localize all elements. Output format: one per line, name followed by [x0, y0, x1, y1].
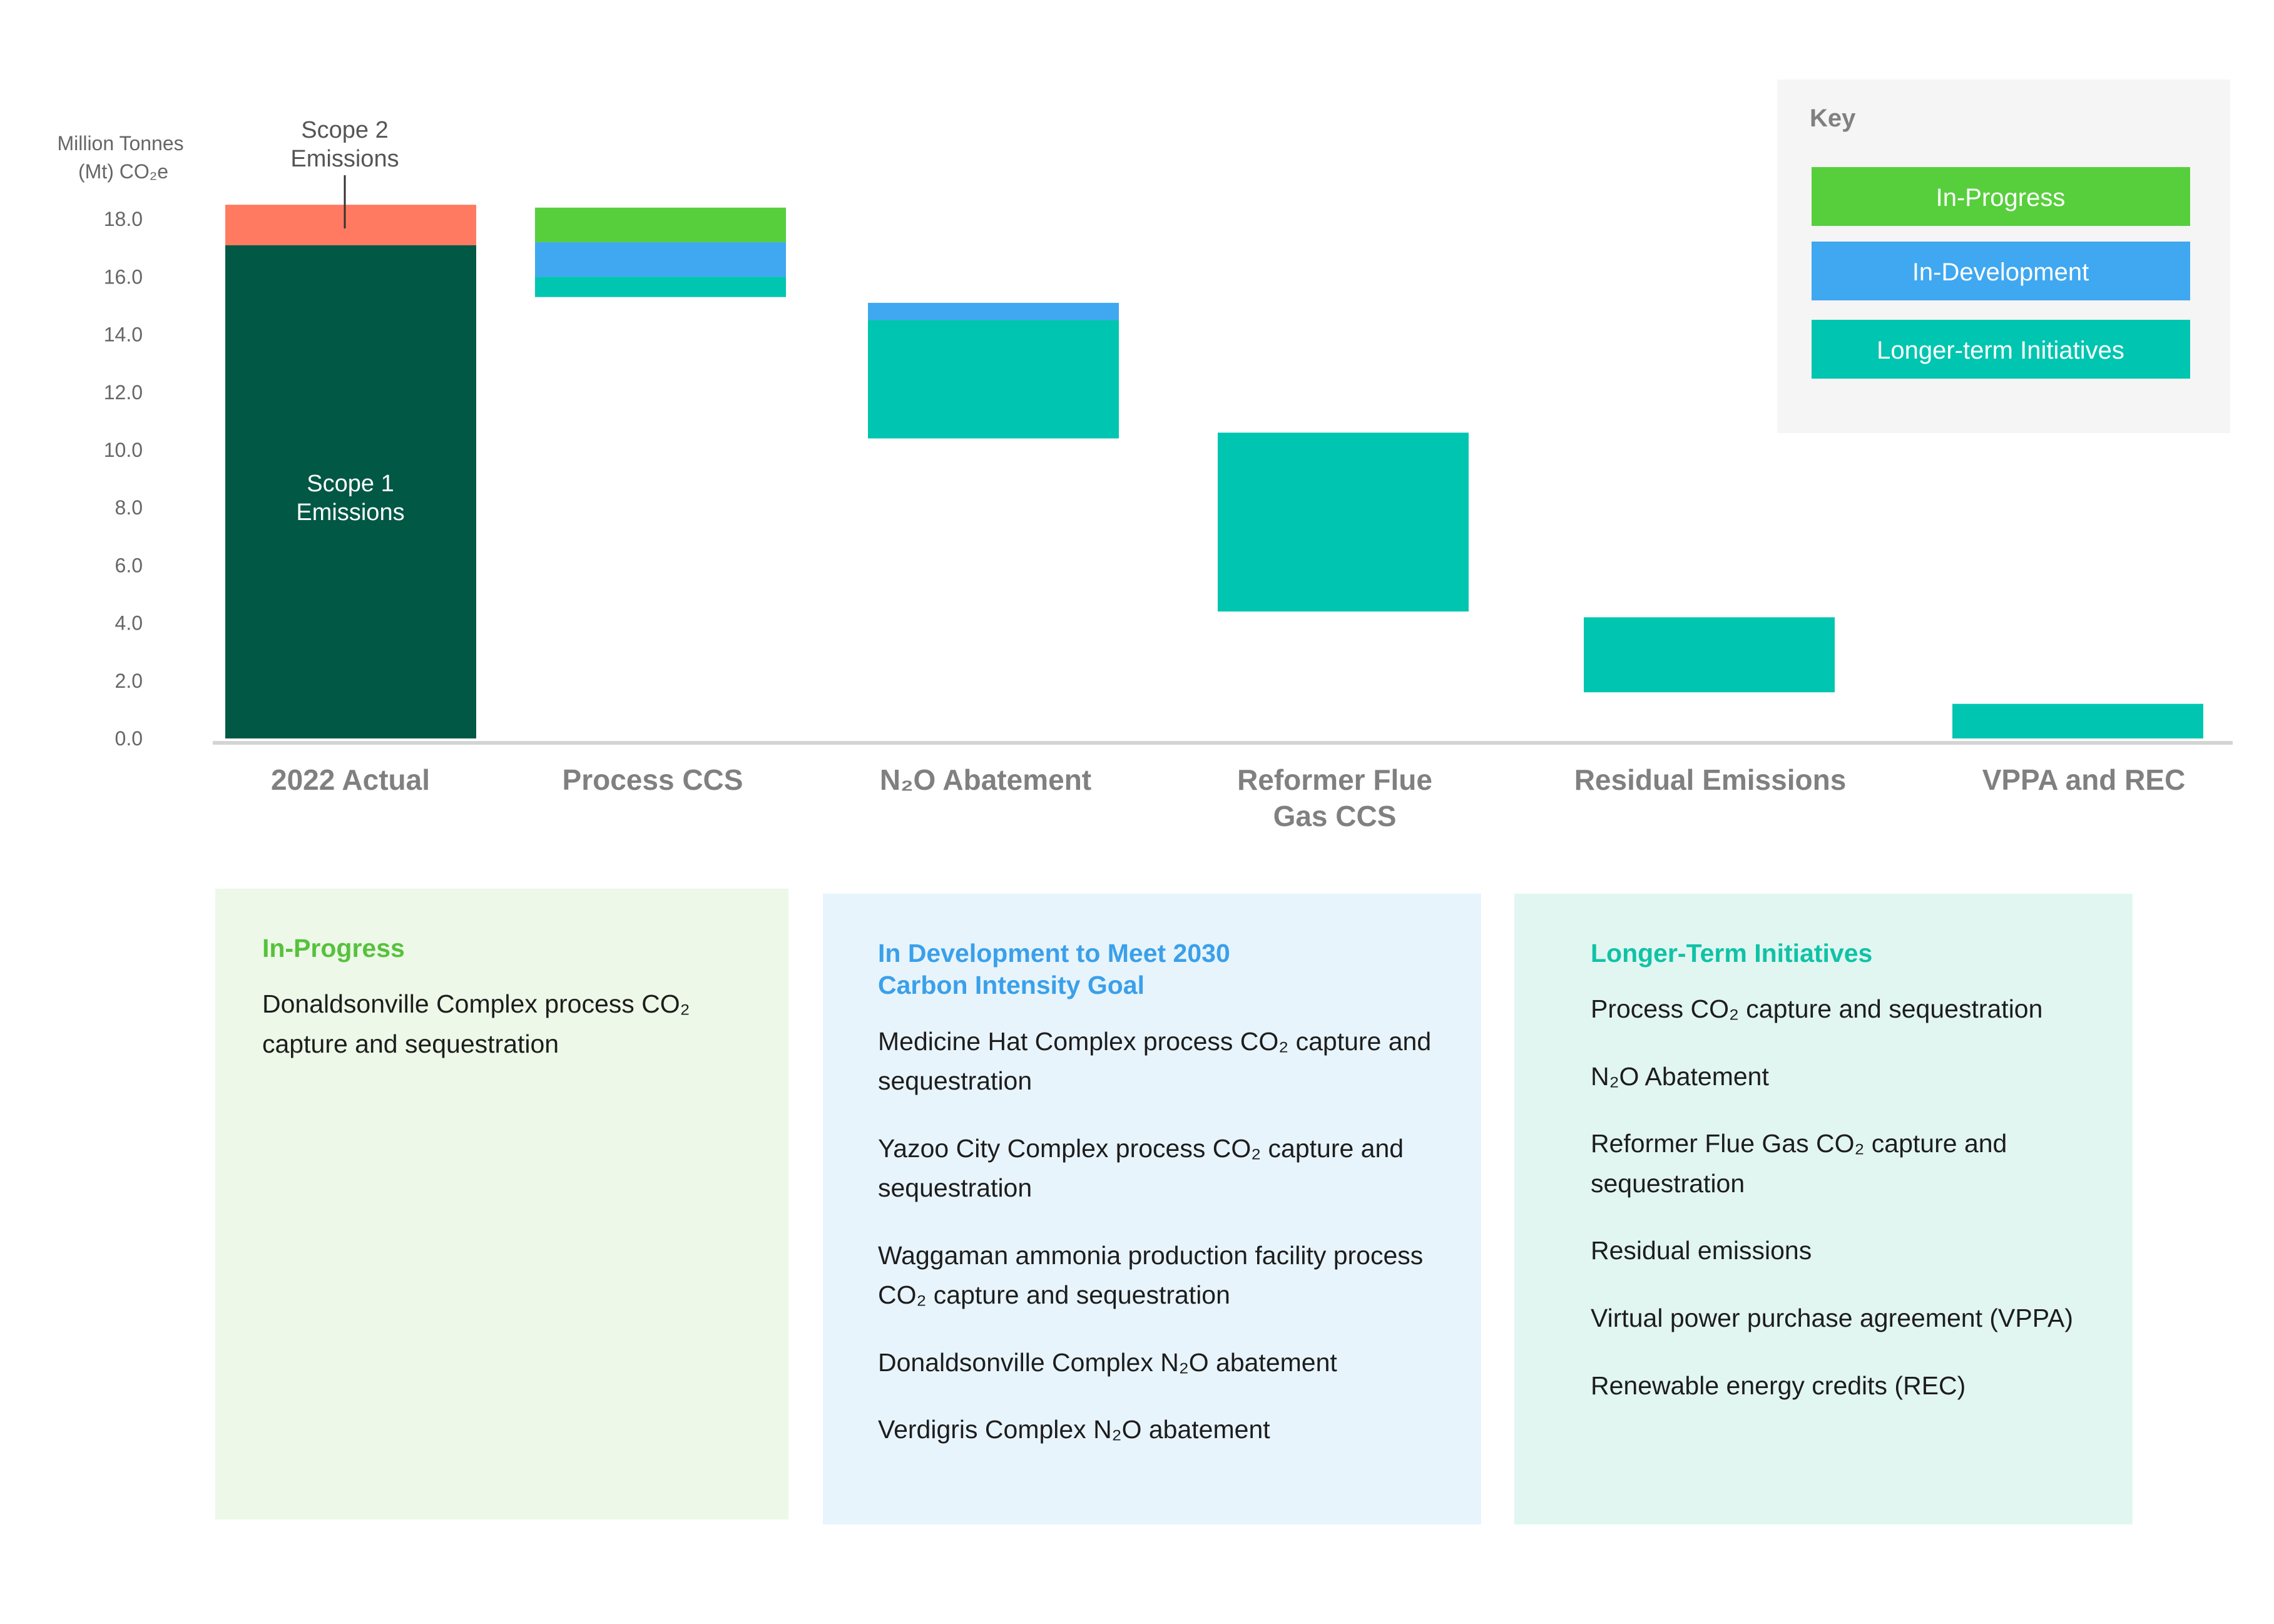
in-progress-panel: In-Progress Donaldsonville Complex proce…: [215, 889, 788, 1519]
legend-swatch: [1812, 167, 2190, 226]
bar-segment: [1952, 703, 2203, 738]
x-tick-label: VPPA and REC: [1982, 763, 2186, 796]
y-axis-ticks: 0.0 2.0 4.0 6.0 8.0 10.0 12.0 14.0 16.0 18.0: [104, 208, 143, 750]
bars: [225, 205, 2203, 738]
x-axis-labels: 2022 Actual Process CCS N₂O Abatement Refor…: [271, 763, 2185, 832]
legend: KeyIn-ProgressIn-DevelopmentLonger-term …: [1777, 79, 2230, 433]
longer-term-panel: Longer-Term Initiatives Process CO₂ capt…: [1514, 894, 2133, 1524]
legend-swatch: [1812, 320, 2190, 379]
x-tick-label: N₂O Abatement: [880, 763, 1091, 796]
list-item: Virtual power purchase agreement (VPPA): [1591, 1303, 2074, 1332]
bar-segment: [535, 242, 786, 277]
in-development-title: In Development to Meet 2030 Carbon Inten…: [878, 939, 1230, 1000]
x-tick-label: Process CCS: [563, 763, 743, 796]
in-development-panel: In Development to Meet 2030 Carbon Inten…: [823, 894, 1481, 1524]
in-progress-title: In-Progress: [262, 934, 405, 963]
list-item: N₂O Abatement: [1591, 1061, 1769, 1091]
x-tick-label: 2022 Actual: [271, 763, 430, 796]
list-item: Waggaman ammonia production facility pro…: [878, 1240, 1424, 1310]
y-tick-label: 6.0: [115, 554, 143, 576]
legend-swatch: [1812, 242, 2190, 300]
bar-segment: [225, 245, 476, 738]
list-item: Donaldsonville Complex N₂O abatement: [878, 1347, 1337, 1377]
bar-segment: [1584, 617, 1835, 693]
x-tick-label: Residual Emissions: [1574, 763, 1847, 796]
y-tick-label: 12.0: [104, 381, 143, 404]
legend-title: Key: [1810, 105, 1856, 132]
bar-segment: [1218, 432, 1469, 612]
bar-segment: [868, 302, 1119, 320]
list-item: Process CO₂ capture and sequestration: [1591, 994, 2043, 1024]
longer-term-list: Process CO₂ capture and sequestration N₂…: [1591, 989, 2089, 1406]
bar-segment: [535, 207, 786, 243]
longer-term-title: Longer-Term Initiatives: [1591, 939, 1873, 968]
list-item: Medicine Hat Complex process CO₂ capture…: [878, 1026, 1432, 1096]
list-item: Residual emissions: [1591, 1236, 1812, 1265]
bar-segment: [535, 277, 786, 297]
y-tick-label: 2.0: [115, 670, 143, 692]
y-tick-label: 18.0: [104, 208, 143, 230]
in-progress-list: Donaldsonville Complex process CO₂ captu…: [262, 984, 745, 1064]
list-item: Reformer Flue Gas CO₂ capture and seques…: [1591, 1129, 2007, 1198]
list-item: Verdigris Complex N₂O abatement: [878, 1415, 1270, 1444]
y-tick-label: 10.0: [104, 439, 143, 461]
list-item: Yazoo City Complex process CO₂ capture a…: [878, 1133, 1404, 1203]
legend-entry: In-Progress: [1936, 184, 2066, 212]
bar-segment: [868, 320, 1119, 439]
legend-entry: In-Development: [1912, 258, 2089, 286]
emissions-waterfall-chart: Million Tonnes (Mt) CO₂e 0.0 2.0 4.0 6.0 8.0…: [57, 79, 2233, 832]
list-item: Donaldsonville Complex process CO₂ captu…: [262, 989, 690, 1058]
y-tick-label: 8.0: [115, 496, 143, 519]
y-tick-label: 16.0: [104, 265, 143, 288]
in-development-list: Medicine Hat Complex process CO₂ capture…: [878, 1022, 1437, 1450]
y-tick-label: 0.0: [115, 727, 143, 750]
bar-segment: [225, 205, 476, 245]
list-item: Renewable energy credits (REC): [1591, 1371, 1966, 1400]
y-axis-label: Million Tonnes (Mt) CO₂e: [57, 132, 189, 183]
y-tick-label: 4.0: [115, 612, 143, 635]
y-tick-label: 14.0: [104, 324, 143, 346]
legend-entry: Longer-term Initiatives: [1877, 337, 2124, 364]
